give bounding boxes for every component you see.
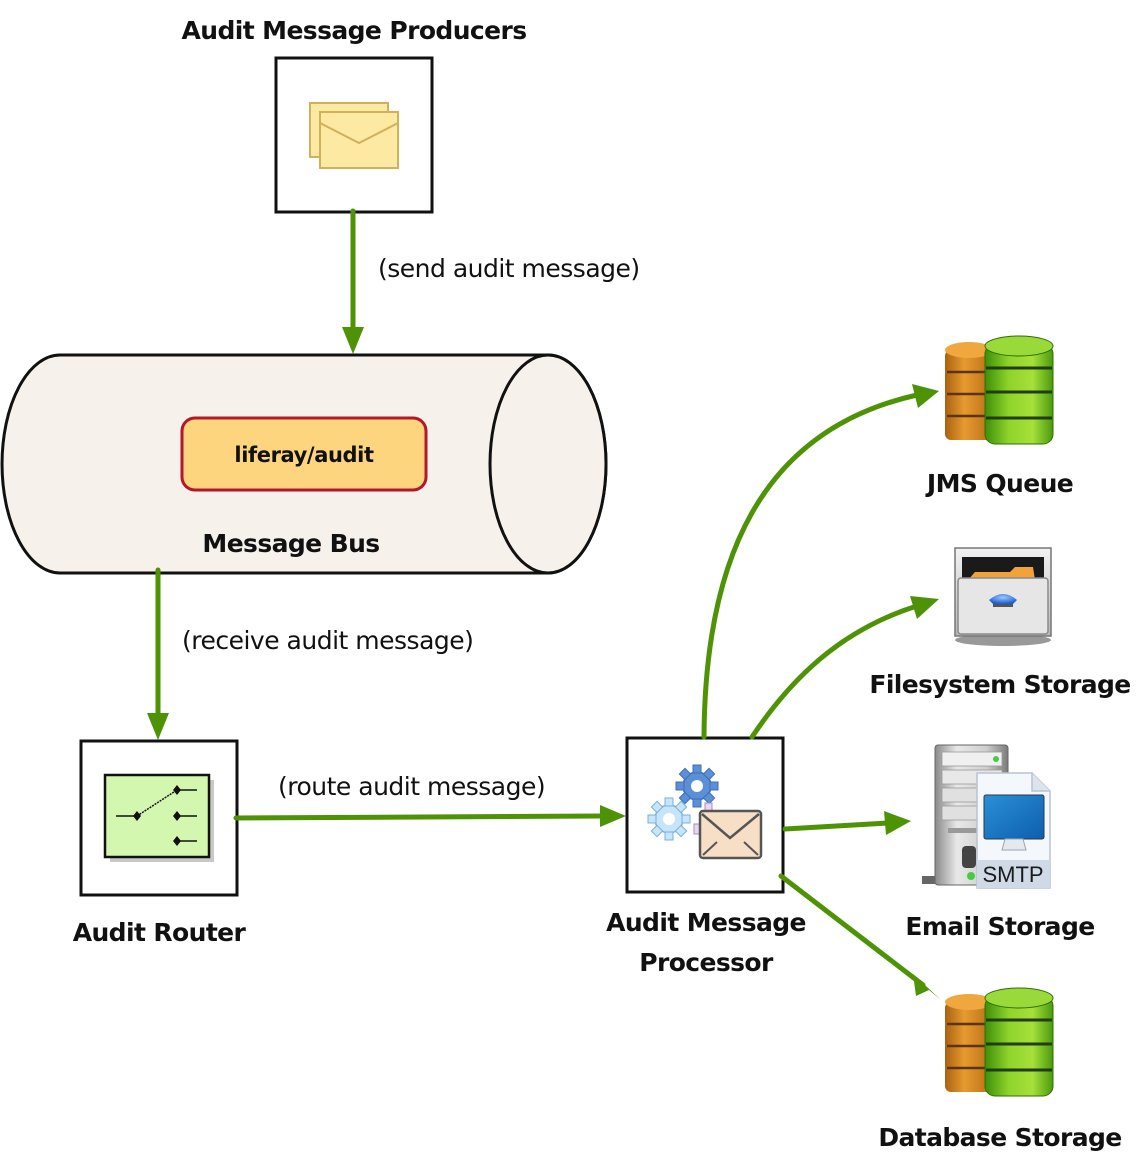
edge-label-receive: (receive audit message) xyxy=(182,626,473,655)
producers-title: Audit Message Producers xyxy=(182,16,527,45)
arrowhead-icon xyxy=(884,811,911,835)
edge-label-route: (route audit message) xyxy=(278,772,545,801)
arrowhead-icon xyxy=(600,805,626,827)
node-audit-router[interactable]: Audit Router xyxy=(73,739,247,947)
edge-to-filesystem-storage[interactable] xyxy=(749,596,939,740)
node-jms-queue[interactable]: JMS Queue xyxy=(925,335,1074,498)
edge-route-audit-message[interactable]: (route audit message) xyxy=(233,772,626,827)
edge-to-email-storage[interactable] xyxy=(782,811,911,835)
arrowhead-icon xyxy=(913,974,941,1000)
gears-envelope-icon xyxy=(647,764,763,860)
edge-send-audit-message[interactable]: (send audit message) xyxy=(342,208,640,354)
router-title: Audit Router xyxy=(73,918,247,947)
file-cabinet-icon xyxy=(954,547,1052,646)
email-title: Email Storage xyxy=(905,912,1094,941)
node-email-storage[interactable]: SMTP Email Storage xyxy=(905,744,1095,941)
smtp-server-icon: SMTP xyxy=(922,744,1051,889)
filesystem-title: Filesystem Storage xyxy=(869,670,1130,699)
switch-router-icon xyxy=(103,773,214,862)
arrowhead-icon xyxy=(147,713,169,740)
stacked-envelopes-icon xyxy=(309,102,399,169)
edge-to-database-storage[interactable] xyxy=(778,873,941,1000)
topic-label: liferay/audit xyxy=(234,443,374,467)
bus-cylinder-end xyxy=(488,353,608,575)
node-message-bus[interactable]: liferay/audit Message Bus xyxy=(0,353,608,575)
edge-label-send: (send audit message) xyxy=(378,254,640,283)
bus-title: Message Bus xyxy=(202,529,379,558)
processor-title-line2: Processor xyxy=(639,948,774,977)
database-stack-icon xyxy=(945,335,1054,445)
topic-badge xyxy=(180,416,428,492)
edge-receive-audit-message[interactable]: (receive audit message) xyxy=(147,567,474,740)
jms-title: JMS Queue xyxy=(925,469,1073,498)
database-stack-icon xyxy=(945,987,1054,1097)
node-database-storage[interactable]: Database Storage xyxy=(878,987,1122,1152)
database-title: Database Storage xyxy=(878,1123,1121,1152)
smtp-badge: SMTP xyxy=(982,862,1043,887)
processor-title-line1: Audit Message xyxy=(606,908,806,937)
arrowhead-icon xyxy=(910,596,939,619)
edge-to-jms-queue[interactable] xyxy=(701,384,939,740)
node-audit-message-producers[interactable]: Audit Message Producers xyxy=(182,16,527,214)
arrowhead-icon xyxy=(342,327,364,354)
topic-liferay-audit[interactable]: liferay/audit xyxy=(180,416,428,492)
arrowhead-icon xyxy=(912,384,939,408)
node-filesystem-storage[interactable]: Filesystem Storage xyxy=(869,547,1131,699)
node-audit-message-processor[interactable]: Audit Message Processor xyxy=(606,736,806,977)
